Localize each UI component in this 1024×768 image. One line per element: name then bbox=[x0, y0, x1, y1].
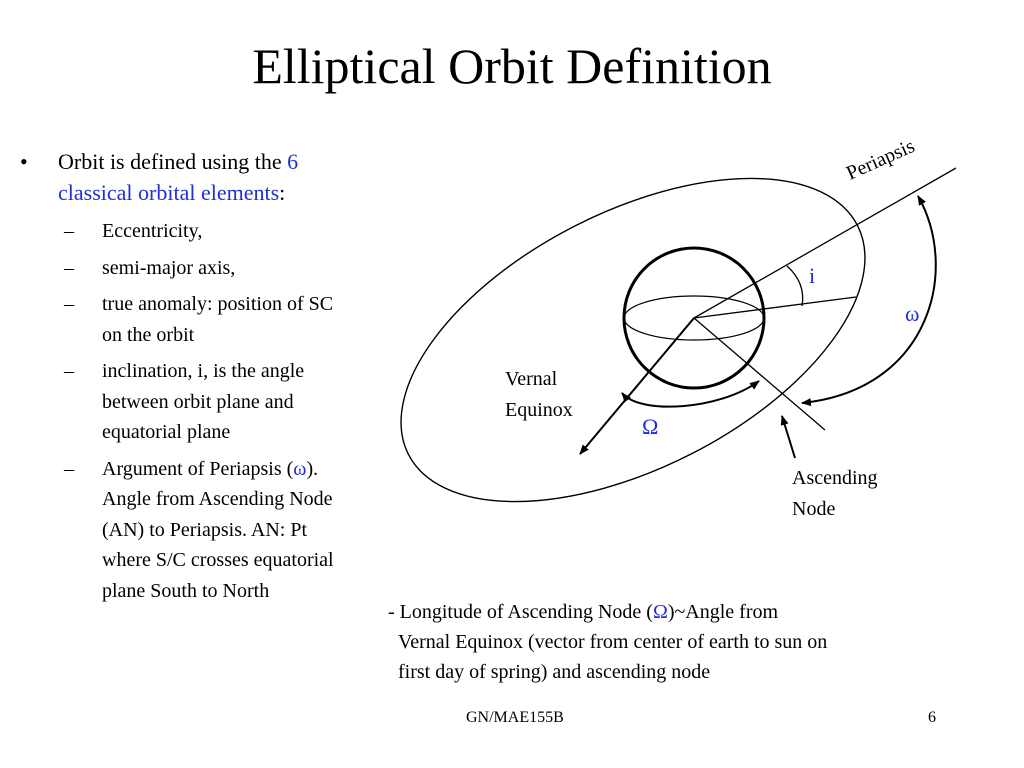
bullet-suffix: : bbox=[279, 180, 286, 205]
note-suffix: )~Angle from bbox=[667, 601, 779, 623]
sub-item-semi-major-axis: – semi-major axis, bbox=[64, 253, 350, 284]
slide-title: Elliptical Orbit Definition bbox=[252, 38, 772, 94]
longitude-note: - Longitude of Ascending Node (Ω)~Angle … bbox=[388, 597, 988, 687]
note-line2: Vernal Equinox (vector from center of ea… bbox=[398, 631, 828, 653]
sub-item-marker: – bbox=[64, 256, 74, 279]
argument-of-periapsis-label: ω bbox=[905, 301, 919, 326]
longitude-ascending-node-label: Ω bbox=[642, 414, 658, 439]
longitude-ascending-node-arc bbox=[621, 380, 760, 408]
sub-item-marker: – bbox=[64, 360, 74, 382]
bullet-item: • Orbit is defined using the 6 classical… bbox=[20, 146, 350, 208]
periapsis-label: Periapsis bbox=[843, 135, 918, 185]
ascending-node-pointer bbox=[780, 415, 796, 459]
note-prefix: - Longitude of Ascending Node ( bbox=[388, 601, 653, 623]
ascending-node-label-line2: Node bbox=[792, 498, 835, 520]
sub-item-text-before: Argument of Periapsis ( bbox=[102, 457, 294, 480]
sub-item-text: inclination, i, is the angle between orb… bbox=[102, 360, 305, 443]
sub-item-marker: – bbox=[64, 220, 74, 242]
bullet-marker: • bbox=[20, 149, 28, 174]
sub-item-text: Eccentricity, bbox=[102, 220, 203, 242]
sub-item-text-after: ). Angle from Ascending Node (AN) to Per… bbox=[102, 457, 334, 602]
vernal-equinox-label-line1: Vernal bbox=[505, 368, 558, 390]
footer-course: GN/MAE155B bbox=[466, 709, 564, 726]
vernal-equinox-label-line2: Equinox bbox=[505, 399, 573, 421]
note-line3: first day of spring) and ascending node bbox=[398, 661, 711, 683]
inclination-arc bbox=[786, 265, 804, 307]
sub-list: – Eccentricity, – semi-major axis, – tru… bbox=[20, 216, 350, 606]
footer-page-number: 6 bbox=[928, 709, 936, 726]
line-of-nodes bbox=[693, 317, 826, 431]
sub-item-true-anomaly: – true anomaly: position of SC on the or… bbox=[64, 289, 350, 350]
sub-item-text: semi-major axis, bbox=[102, 256, 236, 279]
classical-elements-link: 6 classical orbital elements bbox=[58, 149, 299, 205]
periapsis-line bbox=[693, 167, 957, 319]
ascending-node-label-line1: Ascending bbox=[792, 467, 878, 489]
argument-of-periapsis-arc bbox=[801, 195, 937, 407]
sub-item-text: true anomaly: position of SC on the orbi… bbox=[102, 293, 334, 346]
inclination-label: i bbox=[809, 263, 815, 288]
equator-ellipse bbox=[623, 295, 765, 341]
bullet-text: Orbit is defined using the bbox=[58, 149, 282, 174]
sub-item-inclination: – inclination, i, is the angle between o… bbox=[64, 356, 350, 448]
bullet-list: • Orbit is defined using the 6 classical… bbox=[20, 146, 350, 612]
note-omega-symbol: Ω bbox=[652, 601, 668, 623]
equatorial-reference-line bbox=[693, 296, 857, 319]
sub-item-marker: – bbox=[64, 457, 74, 480]
sub-item-argument-of-periapsis: – Argument of Periapsis (ω). Angle from … bbox=[64, 454, 350, 607]
sub-item-eccentricity: – Eccentricity, bbox=[64, 216, 350, 247]
omega-symbol: ω bbox=[293, 457, 307, 480]
sub-item-marker: – bbox=[64, 293, 74, 315]
